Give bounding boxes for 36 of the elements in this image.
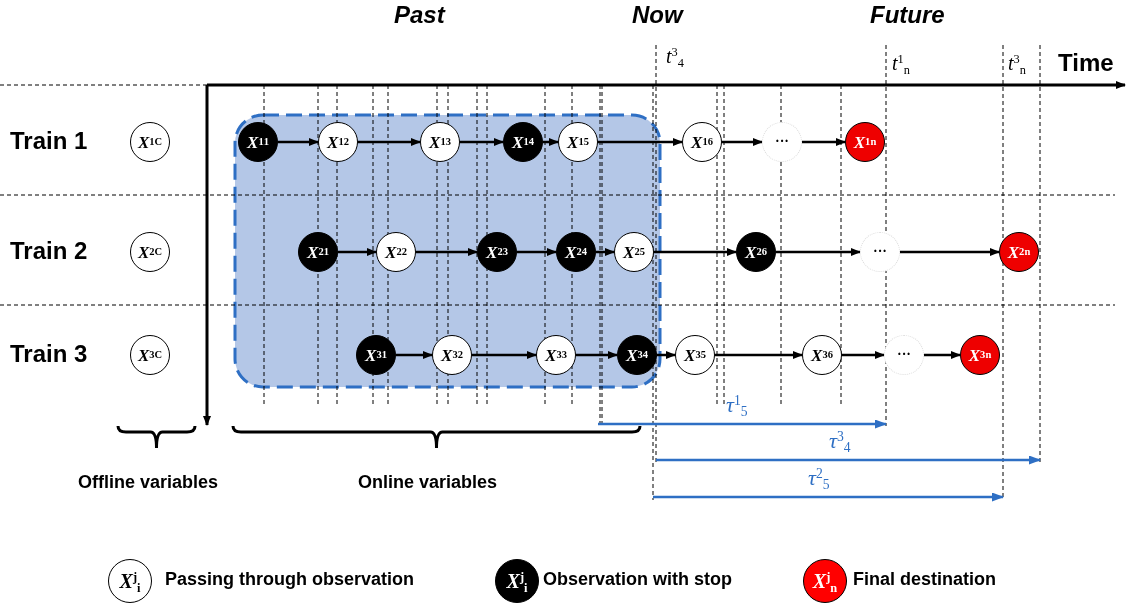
arrow	[576, 351, 618, 359]
arrow	[338, 248, 377, 256]
ellipsis-node: ···	[884, 335, 924, 375]
arrow	[517, 248, 557, 256]
group-caption: Online variables	[358, 473, 498, 493]
period-heading: Future	[870, 2, 945, 29]
train-label: Train 3	[10, 341, 88, 368]
arrow	[722, 138, 763, 146]
legend-text: Passing through observation	[165, 570, 415, 590]
arrow	[776, 248, 861, 256]
group-caption: Offline variables	[78, 473, 219, 493]
arrow	[598, 138, 683, 146]
arrow	[842, 351, 885, 359]
arrow	[358, 138, 421, 146]
arrow	[460, 138, 504, 146]
legend-text: Final destination	[853, 570, 996, 590]
ellipsis-node: ···	[860, 232, 900, 272]
axis-title: Time	[1058, 50, 1114, 77]
period-heading: Past	[394, 2, 445, 29]
arrow	[657, 351, 676, 359]
arrow	[416, 248, 478, 256]
legend-text: Observation with stop	[543, 570, 733, 590]
arrow	[715, 351, 803, 359]
arrow	[654, 248, 737, 256]
arrow	[924, 351, 961, 359]
arrow	[472, 351, 537, 359]
arrow	[802, 138, 846, 146]
arrow	[543, 138, 559, 146]
arrow	[900, 248, 1000, 256]
period-heading: Now	[632, 2, 683, 29]
ellipsis-node: ···	[762, 122, 802, 162]
train-label: Train 2	[10, 238, 88, 265]
arrow	[596, 248, 615, 256]
arrow	[278, 138, 319, 146]
arrow	[396, 351, 433, 359]
train-label: Train 1	[10, 128, 88, 155]
